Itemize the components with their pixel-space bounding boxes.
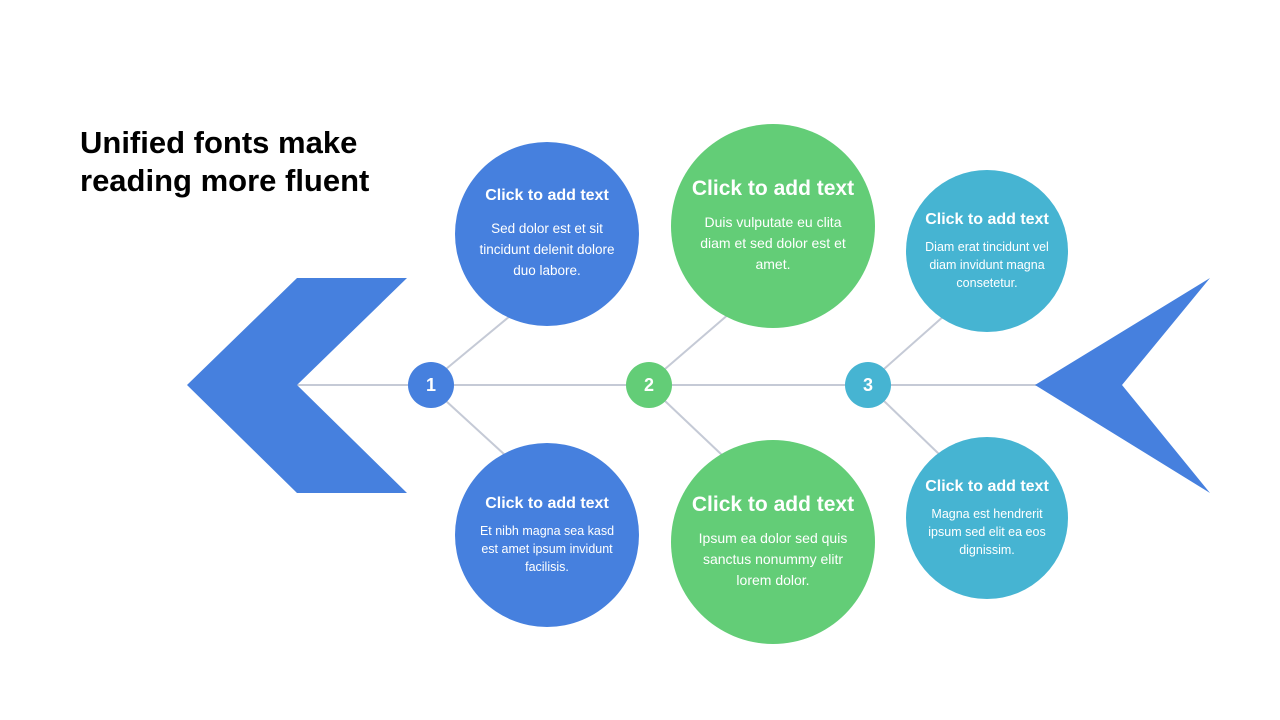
circle-body: Ipsum ea dolor sed quis sanctus nonummy … <box>698 529 848 588</box>
text-circle-1-bottom[interactable]: Click to add text Et nibh magna sea kasd… <box>455 443 639 627</box>
node-3: 3 <box>845 362 891 408</box>
head-arrow-icon <box>1035 278 1210 493</box>
branch-line-2-bottom <box>664 400 723 456</box>
node-2: 2 <box>626 362 672 408</box>
circle-heading: Click to add text <box>485 494 609 512</box>
circle-body: Diam erat tincidunt vel diam invidunt ma… <box>925 239 1049 290</box>
branch-line-3-bottom <box>883 400 941 456</box>
node-1: 1 <box>408 362 454 408</box>
branch-line-2-top <box>664 312 731 370</box>
circle-body: Sed dolor est et sit tincidunt delenit d… <box>479 221 615 278</box>
circle-heading: Click to add text <box>925 477 1049 495</box>
circle-heading: Click to add text <box>925 210 1049 228</box>
branch-line-1-bottom <box>445 400 506 456</box>
circle-heading: Click to add text <box>691 176 855 200</box>
text-circle-2-top[interactable]: Click to add text Duis vulputate eu clit… <box>671 124 875 328</box>
tail-chevron-icon <box>187 278 407 493</box>
circle-heading: Click to add text <box>691 492 855 516</box>
text-circle-2-bottom[interactable]: Click to add text Ipsum ea dolor sed qui… <box>671 440 875 644</box>
slide-title: Unified fonts make reading more fluent <box>80 125 370 198</box>
circle-body: Et nibh magna sea kasd est amet ipsum in… <box>479 523 615 574</box>
circle-body: Magna est hendrerit ipsum sed elit ea eo… <box>928 506 1046 557</box>
text-circle-3-top[interactable]: Click to add text Diam erat tincidunt ve… <box>906 170 1068 332</box>
branch-line-1-top <box>445 315 511 370</box>
text-circle-1-top[interactable]: Click to add text Sed dolor est et sit t… <box>455 142 639 326</box>
branch-line-3-top <box>883 314 946 370</box>
circle-body: Duis vulputate eu clita diam et sed dolo… <box>700 213 846 272</box>
circle-heading: Click to add text <box>485 187 609 204</box>
text-circle-3-bottom[interactable]: Click to add text Magna est hendrerit ip… <box>906 437 1068 599</box>
